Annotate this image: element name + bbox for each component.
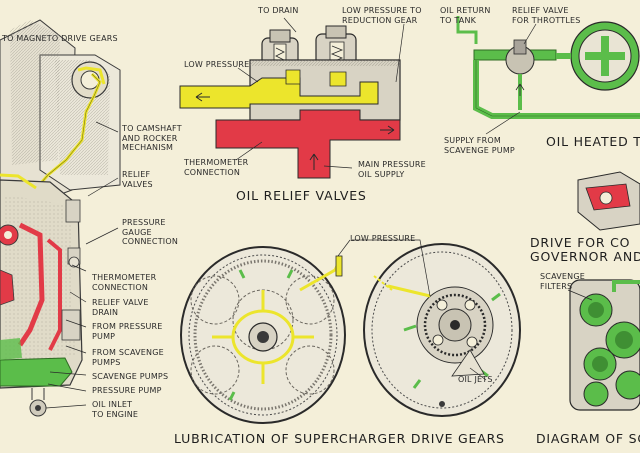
label-relief-throttles: RELIEF VALVE FOR THROTTLES <box>512 6 581 25</box>
label-from-scavenge: FROM SCAVENGE PUMPS <box>92 348 164 367</box>
leader-lines-scavenge <box>567 289 593 301</box>
label-low-pressure-reduction: LOW PRESSURE TO REDUCTION GEAR <box>342 6 422 25</box>
label-relief-drain: RELIEF VALVE DRAIN <box>92 298 149 317</box>
title-oil-heated: OIL HEATED T <box>546 134 640 149</box>
label-scavenge-filters: SCAVENGE FILTERS <box>540 272 585 291</box>
title-diagram-of: DIAGRAM OF SC <box>536 431 640 446</box>
label-relief-valves: RELIEF VALVES <box>122 170 153 189</box>
label-thermometer-valve: THERMOMETER CONNECTION <box>184 158 249 177</box>
label-low-pressure-valve: LOW PRESSURE <box>184 60 250 69</box>
label-thermometer-left: THERMOMETER CONNECTION <box>92 273 157 292</box>
label-oil-jets: OIL JETS <box>458 375 493 384</box>
label-pressure-pump: PRESSURE PUMP <box>92 386 162 395</box>
leader-lines-left <box>45 121 119 409</box>
title-lubrication: LUBRICATION OF SUPERCHARGER DRIVE GEARS <box>174 431 505 446</box>
label-pressure-gauge: PRESSURE GAUGE CONNECTION <box>122 218 179 246</box>
leader-lines-throttle <box>485 23 537 135</box>
label-supply-scavenge: SUPPLY FROM SCAVENGE PUMP <box>444 136 515 155</box>
engine-cross-section-icon <box>0 19 121 417</box>
label-to-drain: TO DRAIN <box>258 6 299 15</box>
title-drive-for: DRIVE FOR CO GOVERNOR AND <box>530 235 640 264</box>
supercharger-gear-icon <box>180 243 521 424</box>
label-oil-inlet: OIL INLET TO ENGINE <box>92 400 139 419</box>
throttle-heater-icon <box>456 16 640 119</box>
oil-relief-valve-icon <box>179 25 401 179</box>
scavenge-pump-icon <box>569 279 640 411</box>
label-low-pressure-gears: LOW PRESSURE <box>350 234 416 243</box>
label-camshaft: TO CAMSHAFT AND ROCKER MECHANISM <box>122 124 182 152</box>
leader-lines-gears <box>337 239 487 381</box>
leader-lines-valves <box>235 17 405 169</box>
label-main-pressure: MAIN PRESSURE OIL SUPPLY <box>358 160 426 179</box>
label-oil-return: OIL RETURN TO TANK <box>440 6 491 25</box>
title-oil-relief-valves: OIL RELIEF VALVES <box>236 188 367 203</box>
label-magneto-drive: TO MAGNETO DRIVE GEARS <box>2 34 118 43</box>
label-scavenge-pumps: SCAVENGE PUMPS <box>92 372 169 381</box>
label-from-pressure-pump: FROM PRESSURE PUMP <box>92 322 163 341</box>
governor-drive-icon <box>577 171 640 231</box>
